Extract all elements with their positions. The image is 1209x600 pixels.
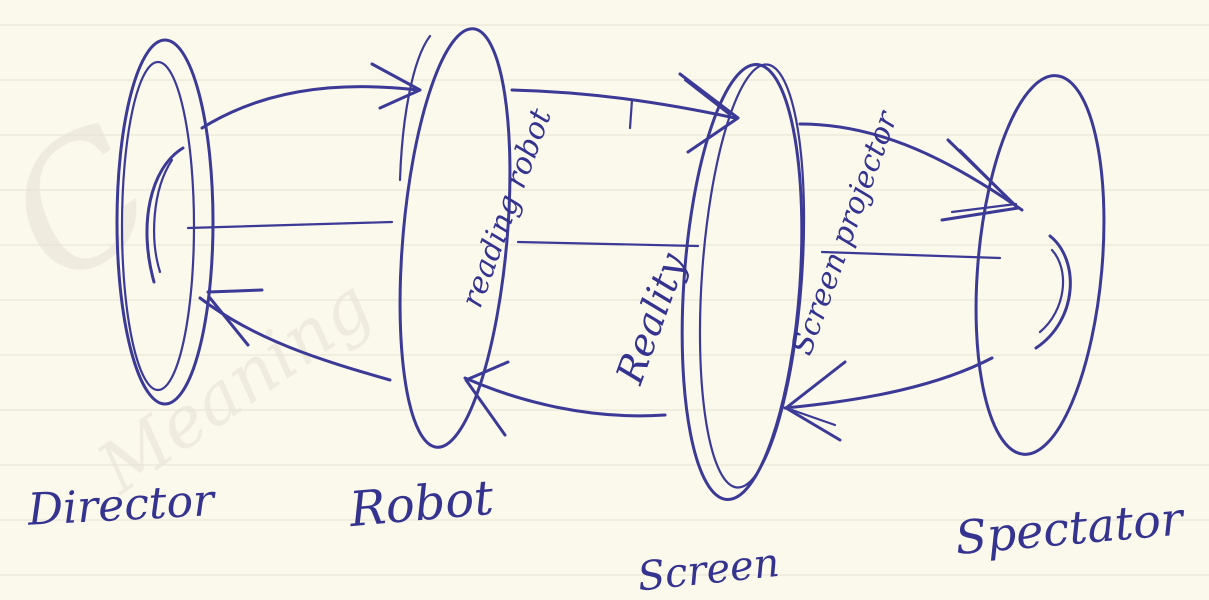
arrow-robot-to-director: [198, 288, 392, 382]
arrow-spectator-to-screen: [783, 356, 994, 442]
label-screen: Screen: [635, 540, 781, 600]
arrow-screen-to-robot: [463, 360, 667, 437]
arrow-screen-to-spectator: [798, 122, 1024, 222]
label-spectator: Spectator: [953, 491, 1188, 565]
director-ellipse: [115, 38, 394, 406]
watermark: C Meaning: [0, 87, 386, 511]
spectator-ellipse: [820, 74, 1106, 456]
svg-text:C: C: [0, 87, 191, 324]
screen-ellipse: [680, 62, 806, 502]
arrow-reality-to-screen: [516, 98, 700, 248]
label-robot: Robot: [346, 470, 496, 538]
arrow-robot-to-screen: [510, 72, 740, 154]
label-director: Director: [26, 475, 219, 536]
arrow-director-to-robot: [200, 62, 422, 130]
